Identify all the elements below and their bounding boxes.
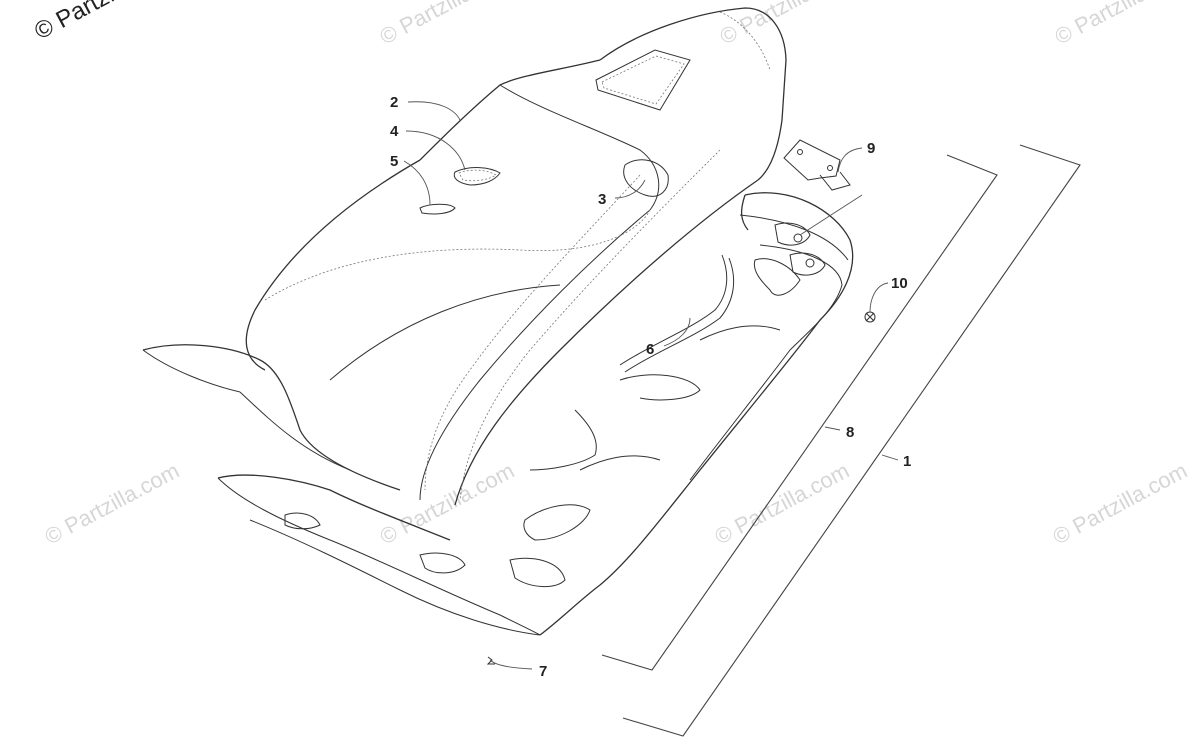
watermark-layer: © Partzilla.com © Partzilla.com © Partzi…: [30, 0, 1193, 549]
leader-2: [407, 101, 461, 121]
leader-7: [489, 659, 533, 670]
leader-lines: [403, 101, 899, 670]
watermark-repeat: © Partzilla.com: [376, 0, 519, 49]
leader-4: [405, 130, 466, 171]
callout-8: 8: [846, 424, 854, 441]
leader-10: [869, 282, 889, 313]
watermark-repeat: © Partzilla.com: [716, 0, 859, 49]
callout-2: 2: [390, 94, 398, 111]
leader-9b: [799, 194, 863, 236]
watermark-repeat: © Partzilla.com: [1049, 458, 1192, 550]
bracket-8: [601, 154, 998, 671]
callout-9: 9: [867, 140, 875, 157]
callout-6: 6: [646, 341, 654, 358]
callout-4: 4: [390, 123, 399, 140]
group-brackets: [601, 144, 1081, 737]
watermark-repeat: © Partzilla.com: [41, 458, 184, 550]
watermark-main: © Partzilla.com: [30, 0, 185, 45]
leader-1: [881, 454, 899, 461]
watermark-repeat: © Partzilla.com: [376, 458, 519, 550]
callout-1: 1: [903, 453, 911, 470]
callout-labels: 2 4 5 3 9 10 6 8 1 7: [390, 94, 911, 680]
leader-6: [663, 317, 691, 347]
leader-8: [824, 426, 841, 431]
callout-3: 3: [598, 191, 606, 208]
leader-9: [837, 147, 863, 173]
seat-cover: [142, 7, 787, 506]
part-7-clip: [486, 656, 495, 665]
patch-parts: [419, 159, 669, 215]
callout-5: 5: [390, 153, 398, 170]
part-6-strap: [529, 254, 735, 471]
part-9-bracket: [783, 139, 851, 191]
watermark-repeat: © Partzilla.com: [711, 458, 854, 550]
seat-base: [217, 192, 854, 636]
callout-7: 7: [539, 663, 547, 680]
leader-3: [614, 179, 646, 199]
part-10-fastener: [864, 311, 876, 323]
leader-5: [403, 160, 431, 206]
watermark-repeat: © Partzilla.com: [1051, 0, 1194, 49]
callout-10: 10: [891, 275, 908, 292]
bracket-1: [622, 144, 1081, 737]
